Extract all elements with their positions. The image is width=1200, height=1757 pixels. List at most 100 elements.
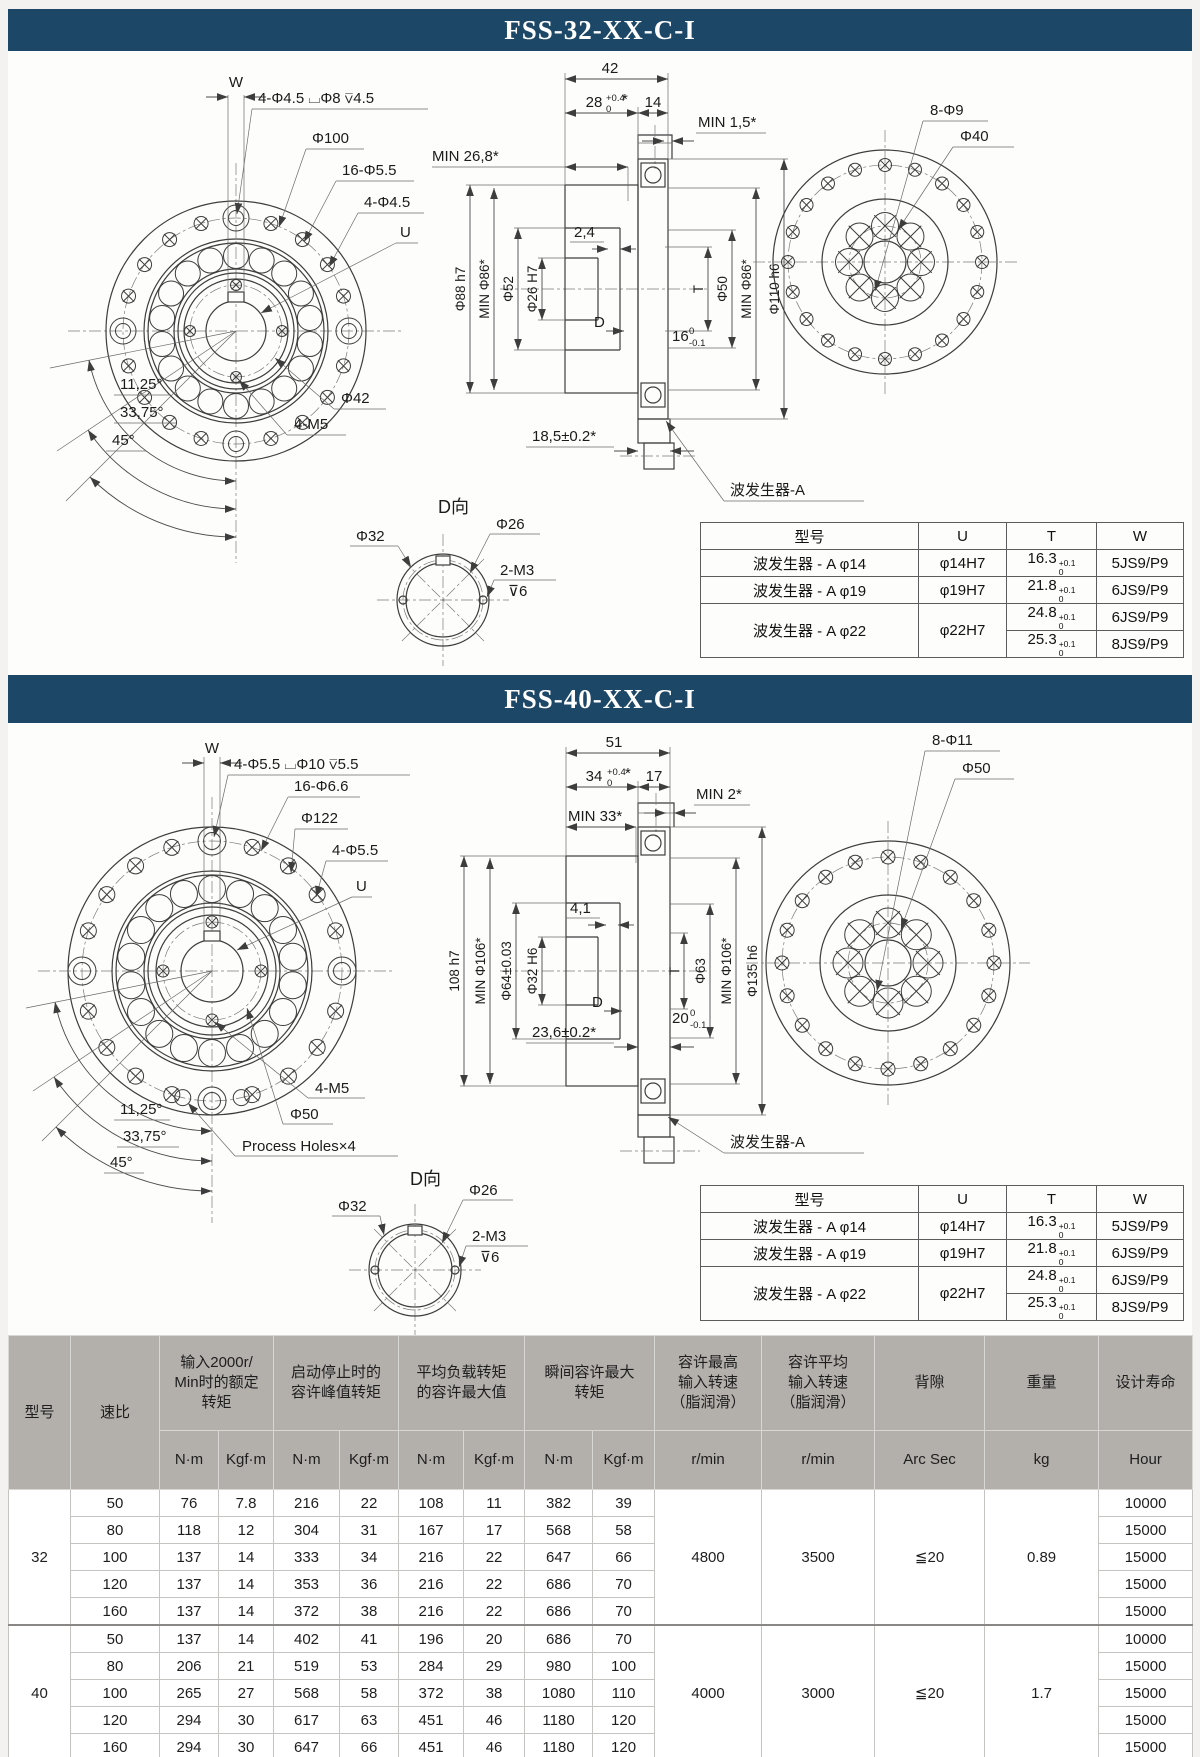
- fss40-min-flange: MIN Φ106*: [719, 937, 734, 1005]
- spec-cell: 108: [398, 1489, 465, 1517]
- fss32-dim-len1: 28: [586, 94, 603, 111]
- fss40-d: D: [592, 994, 603, 1011]
- spec-cell: 31: [339, 1516, 400, 1544]
- fss40-drawing-panel: 11,25° 33,75° 45° W 4-Φ5.5 ⌴Φ10 ⊽5.5 16-…: [8, 723, 1192, 1335]
- fss40-dim-total: 51: [606, 734, 623, 751]
- spec-header-rated-torque: 输入2000r/ Min时的额定 转矩: [158, 1335, 275, 1431]
- wg-t-value: 24.8: [1027, 1267, 1057, 1284]
- spec-cell: 63: [339, 1706, 400, 1734]
- spec-cell: 617: [273, 1706, 341, 1734]
- wg-header-cell: W: [1096, 522, 1184, 550]
- spec-ratio: 120: [70, 1706, 160, 1734]
- spec-cell: 22: [463, 1597, 526, 1626]
- fss40-od-body: 108 h7: [447, 950, 462, 991]
- spec-unit: N·m: [524, 1430, 594, 1490]
- fss32-depth: 18,5±0.2*: [532, 428, 596, 445]
- wg-model: 波发生器 - A φ22: [700, 603, 919, 658]
- fss40-dview-title: D向: [410, 1169, 441, 1189]
- spec-cell: 265: [159, 1679, 219, 1707]
- spec-header-avg-torque: 平均负载转矩 的容许最大值: [398, 1335, 526, 1431]
- fss40-back-view: 8-Φ11 Φ50: [746, 732, 1030, 1105]
- fss32-min-body: MIN Φ86*: [477, 258, 492, 318]
- spec-cell: 216: [273, 1489, 341, 1517]
- spec-units-row: N·m Kgf·m N·m Kgf·m N·m Kgf·m N·m Kgf·m …: [9, 1430, 1194, 1490]
- fss40-depth: 23,6±0.2*: [532, 1024, 596, 1041]
- fss40-pitch-label: Φ122: [301, 810, 338, 827]
- spec-cell: 686: [524, 1624, 594, 1653]
- fss40-tap-label: 4-M5: [315, 1080, 349, 1097]
- spec-avg-speed: 3500: [761, 1489, 876, 1626]
- fss32-u-label: U: [400, 224, 411, 241]
- fss40-dview-tapdepth: ⊽6: [480, 1249, 499, 1266]
- fss40-wg-label: 波发生器-A: [730, 1134, 805, 1151]
- spec-cell: 11: [463, 1489, 526, 1517]
- fss40-back-holes: 8-Φ11: [932, 732, 973, 749]
- fss40-min-body: MIN Φ106*: [473, 937, 488, 1005]
- spec-unit: N·m: [398, 1430, 465, 1490]
- fss32-bore2: Φ26 H7: [525, 266, 540, 313]
- spec-header-momentary-torque: 瞬间容许最大 转矩: [524, 1335, 656, 1431]
- spec-weight: 1.7: [984, 1624, 1100, 1757]
- fss40-cbore-label: 4-Φ5.5 ⌴Φ10 ⊽5.5: [234, 756, 359, 773]
- spec-ratio: 160: [70, 1597, 160, 1626]
- spec-unit: Arc Sec: [874, 1430, 986, 1490]
- spec-cell: 1180: [524, 1733, 594, 1757]
- wg-u: φ19H7: [918, 1239, 1007, 1267]
- spec-cell: 451: [398, 1733, 465, 1757]
- spec-cell: 372: [398, 1679, 465, 1707]
- fss32-spline: 16: [672, 328, 689, 345]
- fss32-dview-tap: 2-M3: [500, 562, 534, 579]
- spec-header-max-speed: 容许最高 输入转速 （脂润滑）: [654, 1335, 763, 1431]
- fss40-inner-pitch-label: Φ50: [290, 1106, 319, 1123]
- fss40-drawing: 11,25° 33,75° 45° W 4-Φ5.5 ⌴Φ10 ⊽5.5 16-…: [25, 732, 1030, 1335]
- spec-cell: 294: [159, 1733, 219, 1757]
- spec-header-ratio: 速比: [70, 1335, 160, 1490]
- fss40-bore2: Φ32 H6: [525, 948, 540, 995]
- wg-header-cell: U: [918, 522, 1007, 550]
- fss40-u-label: U: [356, 878, 367, 895]
- spec-life: 15000: [1098, 1706, 1194, 1734]
- spec-unit: r/min: [761, 1430, 876, 1490]
- fss32-w-label: W: [229, 74, 244, 91]
- fss40-section-view: 51 34 +0.4 0 * 17 MIN 2* MIN 33* 108 h7: [447, 734, 864, 1164]
- fss40-spline-sup: 0: [690, 1008, 695, 1019]
- spec-cell: 137: [159, 1597, 219, 1626]
- spec-cell: 14: [217, 1624, 275, 1653]
- spec-cell: 21: [217, 1652, 275, 1680]
- spec-cell: 353: [273, 1570, 341, 1598]
- spec-cell: 100: [592, 1652, 656, 1680]
- fss40-angle3: 45°: [110, 1154, 133, 1171]
- spec-cell: 14: [217, 1597, 275, 1626]
- wg-w: 8JS9/P9: [1096, 1293, 1184, 1321]
- wg-t-value: 25.3: [1027, 1294, 1057, 1311]
- fss32-drawing: 11,25° 33,75° 45° W 4-Φ4.5 ⌴Φ8 ⊽4.5 Φ100: [49, 60, 1017, 666]
- spec-life: 15000: [1098, 1543, 1194, 1571]
- spec-life: 15000: [1098, 1733, 1194, 1757]
- spec-cell: 568: [273, 1679, 341, 1707]
- spec-ratio: 50: [70, 1624, 160, 1653]
- fss40-dia-t: Φ63: [693, 958, 708, 984]
- fss32-holes4-label: 4-Φ4.5: [364, 194, 410, 211]
- fss40-dim-len1-sup: +0.4: [607, 767, 626, 778]
- spec-cell: 14: [217, 1543, 275, 1571]
- spec-cell: 30: [217, 1733, 275, 1757]
- wg-w: 6JS9/P9: [1096, 1239, 1184, 1267]
- fss32-dia-t: Φ50: [715, 276, 730, 302]
- fss32-spline-sup: 0: [689, 326, 694, 337]
- wg-t-value: 25.3: [1027, 631, 1057, 648]
- fss32-dim-total: 42: [602, 60, 619, 77]
- spec-cell: 196: [398, 1624, 465, 1653]
- spec-cell: 137: [159, 1570, 219, 1598]
- spec-life: 15000: [1098, 1679, 1194, 1707]
- fss32-angle1: 11,25°: [120, 376, 162, 393]
- fss32-cbore-label: 4-Φ4.5 ⌴Φ8 ⊽4.5: [258, 90, 374, 107]
- spec-unit: kg: [984, 1430, 1100, 1490]
- fss40-min-left: MIN 33*: [568, 808, 622, 825]
- spec-cell: 76: [159, 1489, 219, 1517]
- spec-ratio: 80: [70, 1652, 160, 1680]
